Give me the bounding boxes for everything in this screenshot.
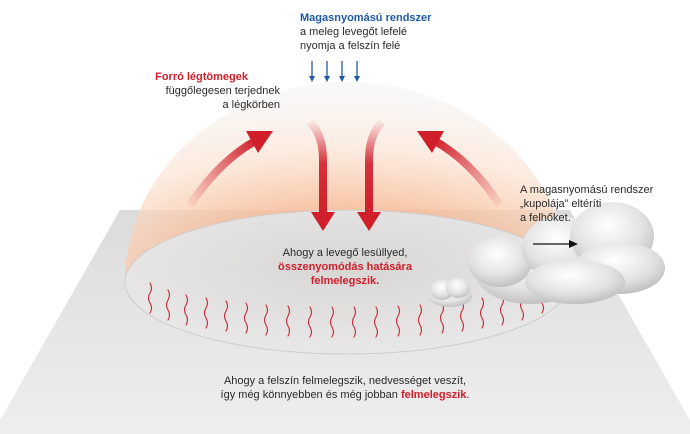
hot-air-title: Forró légtömegek [155,71,248,83]
sinking-line1: Ahogy a levegő lesüllyed, [282,247,408,259]
dome-line3: a felhőket. [520,212,571,224]
surface-label: Ahogy a felszín felmelegszik, nedvessége… [170,374,520,402]
dome-line2: „kupolája” eltéríti [520,198,602,210]
hot-air-line1: függőlegesen terjednek [165,85,280,97]
sinking-air-arrow-left [307,119,335,231]
cloud-icon [468,202,665,304]
pressure-arrows [309,61,360,82]
sinking-line3: felmelegszik. [310,275,380,287]
dome-label: A magasnyomású rendszer „kupolája” eltér… [520,183,660,225]
rising-air-arrow-right [417,131,504,208]
high-pressure-line2: nyomja a felszín felé [300,40,401,52]
dome-line1: A magasnyomású rendszer [520,184,654,196]
hot-air-label: Forró légtömegek függőlegesen terjednek … [140,70,280,112]
high-pressure-line1: a meleg levegőt lefelé [300,26,408,38]
surface-line2: így még könnyebben és még jobban felmele… [170,388,520,402]
small-cloud-icon [428,278,472,307]
high-pressure-label: Magasnyomású rendszer a meleg levegőt le… [238,11,468,53]
surface-line2-text: így még könnyebben és még jobban [220,389,401,401]
high-pressure-title: Magasnyomású rendszer [300,12,432,24]
sinking-air-arrow-right [357,119,385,231]
sinking-air-label: Ahogy a levegő lesüllyed, összenyomódás … [255,246,435,288]
sinking-line2: összenyomódás hatására [278,261,412,273]
cloud-deflection-arrow [533,240,578,248]
surface-line2-end: . [466,389,470,401]
surface-line2-emphasis: felmelegszik [400,389,467,401]
surface-line1: Ahogy a felszín felmelegszik, nedvessége… [223,375,467,387]
hot-air-line2: a légkörben [222,99,281,111]
rising-air-arrow-left [186,131,273,208]
